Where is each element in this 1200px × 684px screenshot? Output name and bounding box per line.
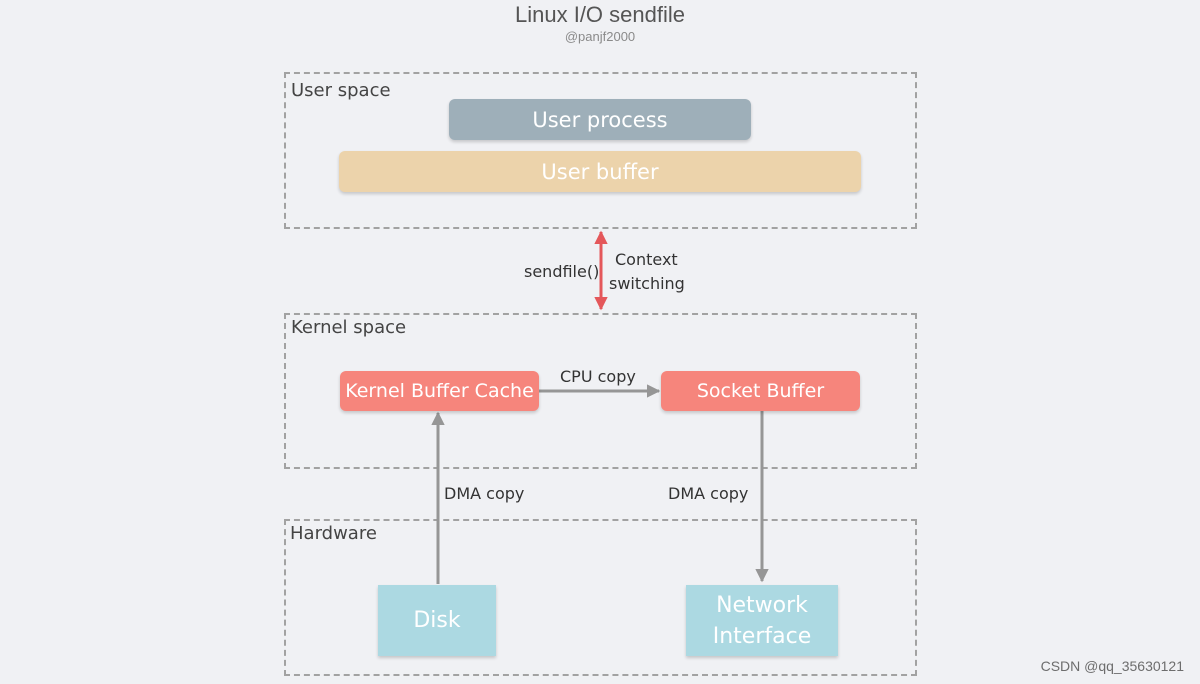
diagram-subtitle: @panjf2000 <box>564 29 636 44</box>
disk-label: Disk <box>413 608 461 633</box>
diagram-title: Linux I/O sendfile <box>515 2 685 27</box>
dma-copy-out-label: DMA copy <box>668 484 749 503</box>
cpu-copy-label: CPU copy <box>560 367 636 386</box>
kernel-buffer-cache-box: Kernel Buffer Cache <box>340 371 539 411</box>
context-switch-label-line2: switching <box>609 274 685 293</box>
user-space-label: User space <box>291 80 391 101</box>
hardware-label: Hardware <box>290 523 377 544</box>
context-switch-label-line1: Context <box>615 250 678 269</box>
kernel-buffer-cache-label: Kernel Buffer Cache <box>345 380 534 402</box>
user-process-box: User process <box>449 99 751 140</box>
network-interface-box: Network Interface <box>686 585 838 656</box>
network-interface-label-line2: Interface <box>712 623 812 649</box>
kernel-space-label: Kernel space <box>291 317 407 338</box>
user-process-label: User process <box>532 107 668 132</box>
disk-box: Disk <box>378 585 496 656</box>
sendfile-syscall-label: sendfile() <box>524 262 600 281</box>
user-space-zone <box>284 72 917 229</box>
socket-buffer-label: Socket Buffer <box>696 380 825 402</box>
dma-copy-in-label: DMA copy <box>444 484 525 503</box>
kernel-space-zone <box>284 313 917 469</box>
network-interface-label-line1: Network <box>716 592 808 618</box>
user-buffer-box: User buffer <box>339 151 861 192</box>
watermark: CSDN @qq_35630121 <box>1040 658 1184 674</box>
socket-buffer-box: Socket Buffer <box>661 371 860 411</box>
hardware-zone <box>284 519 917 676</box>
user-buffer-label: User buffer <box>541 159 659 184</box>
